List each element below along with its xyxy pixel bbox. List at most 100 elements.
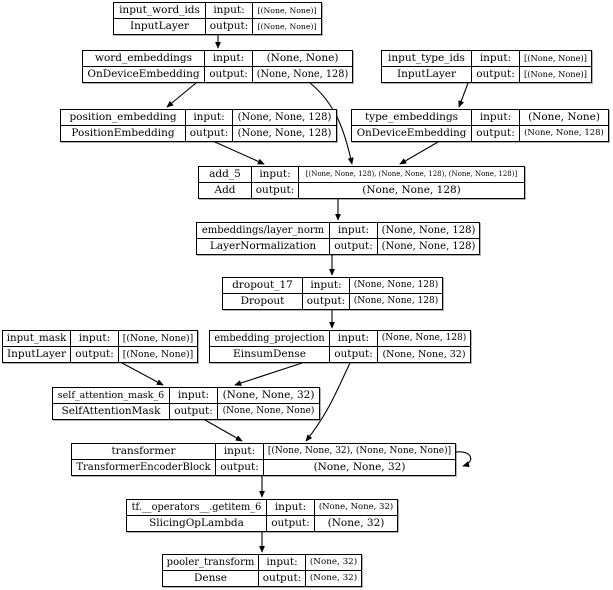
node-output-label: output: <box>170 404 218 419</box>
node-input-label: input: <box>472 51 520 66</box>
node-input-label: input: <box>205 51 253 66</box>
node-input-shape: [(None, None)] <box>524 53 587 64</box>
node-title: input_type_ids <box>382 51 472 66</box>
node-output-label: output: <box>216 460 264 475</box>
node-input-label: input: <box>170 388 218 403</box>
node-title: transformer <box>72 444 216 459</box>
node-output-shape: (None, None, None) <box>222 406 315 416</box>
edge-type-embeddings-to-add-5 <box>399 141 439 165</box>
node-class-name: EinsumDense <box>210 347 330 362</box>
node-input-label: input: <box>71 331 119 346</box>
node-input-shape: (None, None) <box>528 111 600 124</box>
edge-transformer-self-loop <box>455 451 472 468</box>
node-class-name: TransformerEncoderBlock <box>72 460 216 475</box>
node-input-shape: (None, None, 128) <box>381 333 467 343</box>
node-class-name: Dense <box>163 571 259 586</box>
node-input-shape: [(None, None)] <box>257 5 317 15</box>
node-title: dropout_17 <box>223 278 303 293</box>
node-title: self_attention_mask_6 <box>53 388 170 403</box>
node-output-shape: [(None, None)] <box>122 348 194 360</box>
node-input-label: input: <box>186 110 233 125</box>
node-output-shape: (None, None, 128) <box>237 127 332 139</box>
node-input-label: input: <box>206 3 253 18</box>
edge-embedding-projection-to-self-attention-mask <box>234 362 303 386</box>
node-title: embeddings/layer_norm <box>197 223 330 238</box>
node-class-name: OnDeviceEmbedding <box>83 67 205 82</box>
node-output-shape: (None, None, 32) <box>382 348 466 360</box>
node-output-label: output: <box>205 67 253 82</box>
node-input-shape: (None, None, 32) <box>222 389 315 402</box>
node-output-label: output: <box>330 239 378 254</box>
node-input-shape: (None, None, 128) <box>381 224 476 236</box>
node-input-shape: (None, None, 128) <box>237 111 332 123</box>
node-input-shape: [(None, None, 128), (None, None, 128), (… <box>305 170 518 178</box>
node-output-shape: [(None, None)] <box>257 21 317 31</box>
node-output-label: output: <box>472 67 520 82</box>
node-output-label: output: <box>206 19 253 34</box>
edge-input-mask-to-self-attention-mask <box>121 362 164 386</box>
node-input-label: input: <box>267 500 315 515</box>
node-title: input_mask <box>3 331 71 346</box>
node-output-shape: (None, None, 128) <box>256 68 349 80</box>
node-output-shape: (None, None, 128) <box>362 184 461 197</box>
node-class-name: Add <box>199 183 252 198</box>
node-title: tf.__operators__.getitem_6 <box>127 500 267 515</box>
node-output-shape: (None, 32) <box>327 517 385 530</box>
node-input-label: input: <box>259 555 306 570</box>
node-input-label: input: <box>303 278 350 293</box>
node-input-label: input: <box>216 444 264 459</box>
edge-position-embedding-to-add-5 <box>214 141 265 165</box>
node-output-label: output: <box>303 294 350 309</box>
node-output-shape: (None, 32) <box>309 573 358 584</box>
node-input-label: input: <box>252 167 299 182</box>
node-class-name: SelfAttentionMask <box>53 404 170 419</box>
node-output-label: output: <box>252 183 299 198</box>
node-output-shape: (None, None, 32) <box>313 461 406 474</box>
node-input-shape: (None, None, 32) <box>318 502 394 513</box>
node-title: pooler_transform <box>163 555 259 570</box>
node-input-label: input: <box>330 223 378 238</box>
node-class-name: PositionEmbedding <box>61 126 186 141</box>
node-class-name: InputLayer <box>3 347 71 362</box>
node-title: input_word_ids <box>114 3 206 18</box>
node-output-shape: (None, None, 128) <box>524 128 604 139</box>
node-title: type_embeddings <box>352 110 472 125</box>
node-input-shape: [(None, None, 32), (None, None, None)] <box>267 446 452 456</box>
node-class-name: LayerNormalization <box>197 239 330 254</box>
node-class-name: Dropout <box>223 294 303 309</box>
node-input-shape: (None, None, 128) <box>353 280 439 290</box>
edge-input-type-ids-to-type-embeddings <box>458 82 469 108</box>
node-title: position_embedding <box>61 110 186 125</box>
edge-word-embeddings-to-position-embedding <box>166 82 197 108</box>
node-output-shape: [(None, None)] <box>524 69 587 80</box>
node-input-shape: (None, 32) <box>309 557 358 568</box>
node-input-label: input: <box>330 331 378 346</box>
node-output-label: output: <box>330 347 378 362</box>
node-title: add_5 <box>199 167 252 182</box>
node-output-label: output: <box>186 126 233 141</box>
node-input-shape: (None, None) <box>266 52 339 65</box>
node-output-shape: (None, None, 128) <box>353 296 439 306</box>
node-output-label: output: <box>472 126 520 141</box>
node-input-shape: [(None, None)] <box>122 332 194 344</box>
node-output-label: output: <box>259 571 306 586</box>
node-class-name: OnDeviceEmbedding <box>352 126 472 141</box>
node-title: embedding_projection <box>210 331 330 346</box>
edge-self-attention-mask-to-transformer <box>204 419 243 442</box>
node-output-label: output: <box>71 347 119 362</box>
